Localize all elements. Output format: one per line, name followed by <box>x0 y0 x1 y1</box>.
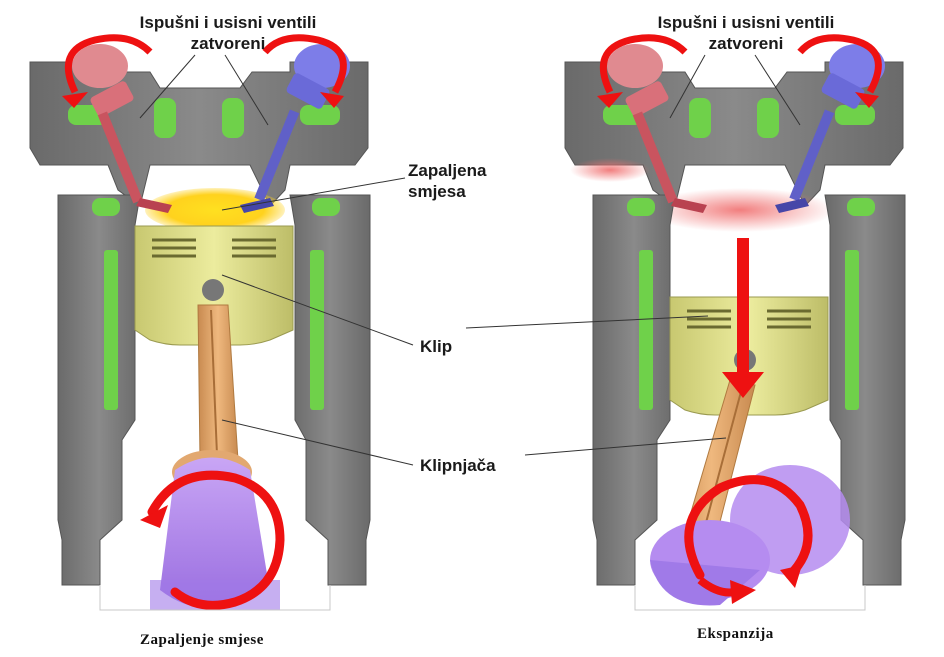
left-block-coolant-l <box>104 250 118 410</box>
right-block-coolant-top-l <box>627 198 655 216</box>
left-block-coolant-top-r <box>312 198 340 216</box>
left-engine <box>30 38 370 610</box>
valves-closed-label-left: Ispušni i usisni ventili zatvoreni <box>112 12 344 54</box>
left-head-coolant-2 <box>154 98 176 138</box>
right-head-coolant-3 <box>757 98 779 138</box>
valves-closed-label-left-line1: Ispušni i usisni ventili <box>112 12 344 33</box>
valves-closed-label-right: Ispušni i usisni ventili zatvoreni <box>630 12 862 54</box>
caption-right: Ekspanzija <box>697 626 774 643</box>
right-crankshaft <box>650 465 850 605</box>
right-block-wall-left <box>593 195 675 585</box>
left-block-wall-left <box>58 195 140 585</box>
valves-closed-label-right-line1: Ispušni i usisni ventili <box>630 12 862 33</box>
right-block-coolant-r <box>845 250 859 410</box>
right-engine <box>565 38 905 610</box>
left-head-coolant-3 <box>222 98 244 138</box>
ignited-mixture-label: Zapaljena smjesa <box>408 160 486 202</box>
left-block-coolant-r <box>310 250 324 410</box>
right-head-coolant-2 <box>689 98 711 138</box>
ignited-mixture-label-line1: Zapaljena <box>408 160 486 181</box>
left-block-wall-right <box>290 195 370 585</box>
right-block-coolant-top-r <box>847 198 875 216</box>
valves-closed-label-left-line2: zatvoreni <box>112 33 344 54</box>
right-block-coolant-l <box>639 250 653 410</box>
left-block-coolant-top-l <box>92 198 120 216</box>
ignited-mixture-label-line2: smjesa <box>408 181 486 202</box>
valves-closed-label-right-line2: zatvoreni <box>630 33 862 54</box>
piston-label: Klip <box>420 336 452 357</box>
caption-left: Zapaljenje smjese <box>140 632 264 649</box>
connecting-rod-label: Klipnjača <box>420 455 496 476</box>
right-expansion-arrow <box>737 238 749 378</box>
